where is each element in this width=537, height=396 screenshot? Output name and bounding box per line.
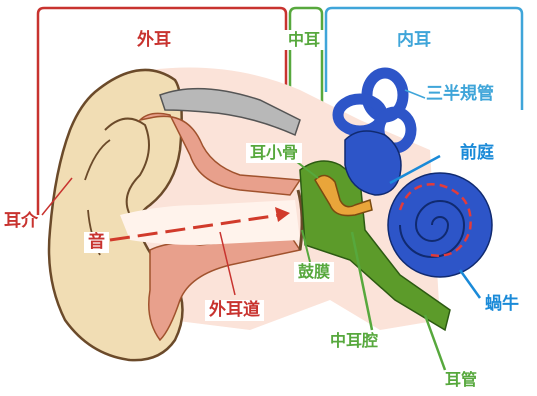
pinna-label: 耳介 — [4, 213, 38, 230]
eustachian-tube-label: 耳管 — [445, 372, 477, 388]
ear-canal-label: 外耳道 — [205, 300, 264, 321]
leader-cochlea — [460, 270, 480, 298]
outer-ear-label: 外耳 — [137, 32, 171, 49]
cochlea-label: 蝸牛 — [485, 296, 519, 313]
semicircular-canals-label: 三半規管 — [426, 86, 494, 103]
ossicles-label: 耳小骨 — [246, 143, 302, 163]
tympanic-cavity-label: 中耳腔 — [330, 333, 378, 349]
eardrum-label: 鼓膜 — [294, 262, 334, 282]
inner-ear-label: 内耳 — [397, 32, 431, 49]
middle-ear-label: 中耳 — [284, 30, 324, 50]
vestibule-label: 前庭 — [460, 145, 494, 162]
sound-label: 音 — [84, 232, 109, 253]
cochlea-shape — [388, 173, 492, 277]
